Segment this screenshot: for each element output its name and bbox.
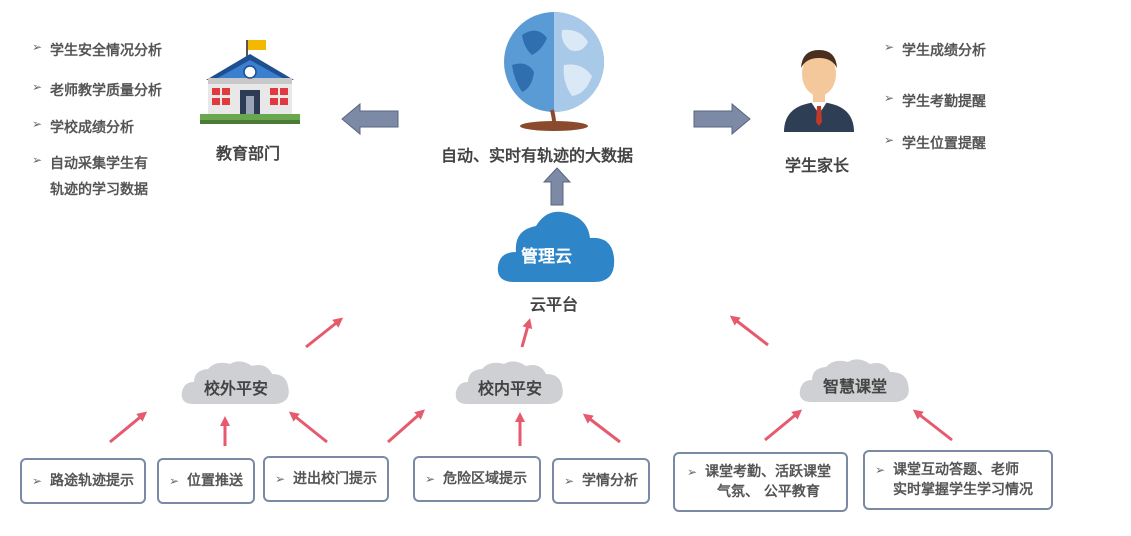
management-cloud-icon [497, 211, 615, 282]
box-text: 学情分析 [564, 471, 638, 491]
feature-box-gate: 进出校门提示 [263, 456, 389, 502]
cloud-platform-label: 云平台 [530, 295, 579, 314]
box-text: 课堂互动答题、老师 实时掌握学生学习情况 [875, 460, 1033, 500]
cloud-shape [181, 361, 289, 404]
feature-box-route: 路途轨迹提示 [20, 458, 146, 504]
box-text: 危险区域提示 [425, 469, 527, 489]
box-text: 路途轨迹提示 [32, 471, 134, 491]
cloud-inner-label: 管理云 [521, 247, 572, 267]
arrow-up-icon [520, 318, 533, 348]
feature-box-danger: 危险区域提示 [413, 456, 541, 502]
arrow-up-right-icon [305, 317, 344, 349]
feature-box-interaction: 课堂互动答题、老师 实时掌握学生学习情况 [863, 450, 1053, 510]
list-item: 学生安全情况分析 [32, 40, 162, 60]
list-item-continued: 轨迹的学习数据 [50, 182, 148, 198]
arrow-up-left-icon [912, 409, 953, 442]
arrow-up-left-icon [582, 413, 621, 444]
feature-box-learning: 学情分析 [552, 458, 650, 504]
list-item: 学校成绩分析 [32, 117, 162, 137]
list-item: 学生成绩分析 [884, 40, 986, 60]
box-text: 课堂考勤、活跃课堂 气氛、 公平教育 [687, 462, 831, 502]
arrow-up-right-icon [387, 409, 425, 444]
list-item: 自动采集学生有 [32, 153, 162, 173]
arrow-up-left-icon [729, 315, 769, 347]
school-building-icon [200, 40, 300, 124]
arrow-left-icon [341, 102, 399, 136]
box-text: 进出校门提示 [275, 469, 377, 489]
feature-box-attendance: 课堂考勤、活跃课堂 气氛、 公平教育 [673, 452, 848, 512]
cloud-label-inside: 校内平安 [478, 379, 543, 398]
list-item: 学生考勤提醒 [884, 91, 986, 111]
arrow-up-icon [542, 167, 572, 206]
cloud-shape [799, 359, 909, 402]
edu-dept-label: 教育部门 [216, 144, 281, 163]
edu-analysis-list: 学生安全情况分析 老师教学质量分析 学校成绩分析 自动采集学生有 轨迹的学习数据 [32, 40, 162, 199]
center-title: 自动、实时有轨迹的大数据 [441, 146, 634, 165]
list-item: 学生位置提醒 [884, 133, 986, 153]
cloud-label-class: 智慧课堂 [823, 377, 888, 396]
arrow-up-right-icon [764, 409, 803, 442]
arrow-up-right-icon [109, 411, 148, 444]
cloud-label-outside: 校外平安 [204, 379, 269, 398]
parent-label: 学生家长 [785, 156, 850, 175]
cloud-shape [455, 361, 563, 404]
arrow-up-left-icon [288, 411, 328, 444]
parent-avatar-icon [784, 50, 854, 132]
box-text: 位置推送 [169, 471, 243, 491]
list-item: 老师教学质量分析 [32, 80, 162, 100]
globe-icon [504, 12, 604, 131]
parent-notify-list: 学生成绩分析 学生考勤提醒 学生位置提醒 [884, 40, 986, 153]
feature-box-location: 位置推送 [157, 458, 255, 504]
arrow-right-icon [693, 102, 751, 136]
